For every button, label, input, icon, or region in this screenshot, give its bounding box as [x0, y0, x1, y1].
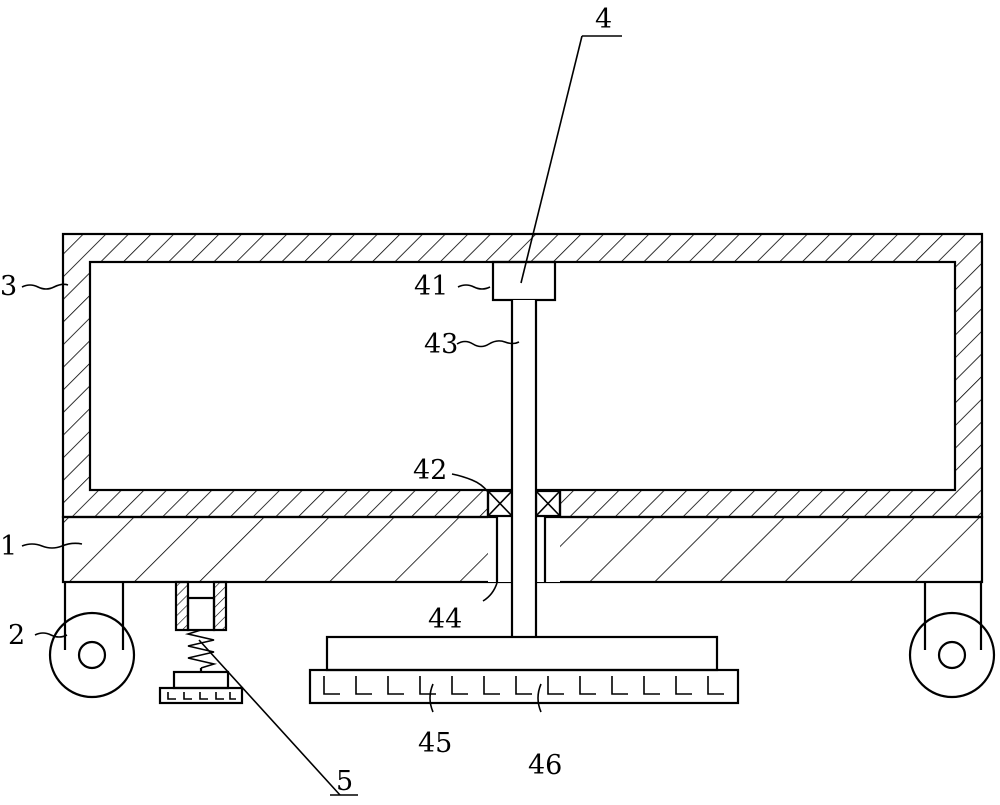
rotating-shaft [510, 300, 538, 637]
label-42: 42 [413, 455, 447, 486]
label-1: 1 [0, 531, 17, 562]
spring-support [158, 580, 244, 705]
label-4: 4 [595, 4, 612, 35]
label-3: 3 [0, 271, 17, 302]
wheel-left [48, 582, 136, 699]
label-41: 41 [414, 271, 448, 302]
label-44: 44 [428, 604, 462, 635]
grinding-disc [325, 635, 719, 672]
reference-labels: 4 3 41 43 42 1 2 44 45 46 5 [0, 4, 612, 797]
label-45: 45 [418, 728, 452, 759]
label-46: 46 [528, 750, 562, 781]
label-5: 5 [336, 766, 353, 797]
leader-lines [21, 35, 622, 796]
label-43: 43 [424, 329, 458, 360]
grinding-pad [308, 668, 740, 705]
label-2: 2 [8, 620, 25, 651]
wheel-right [908, 582, 996, 699]
